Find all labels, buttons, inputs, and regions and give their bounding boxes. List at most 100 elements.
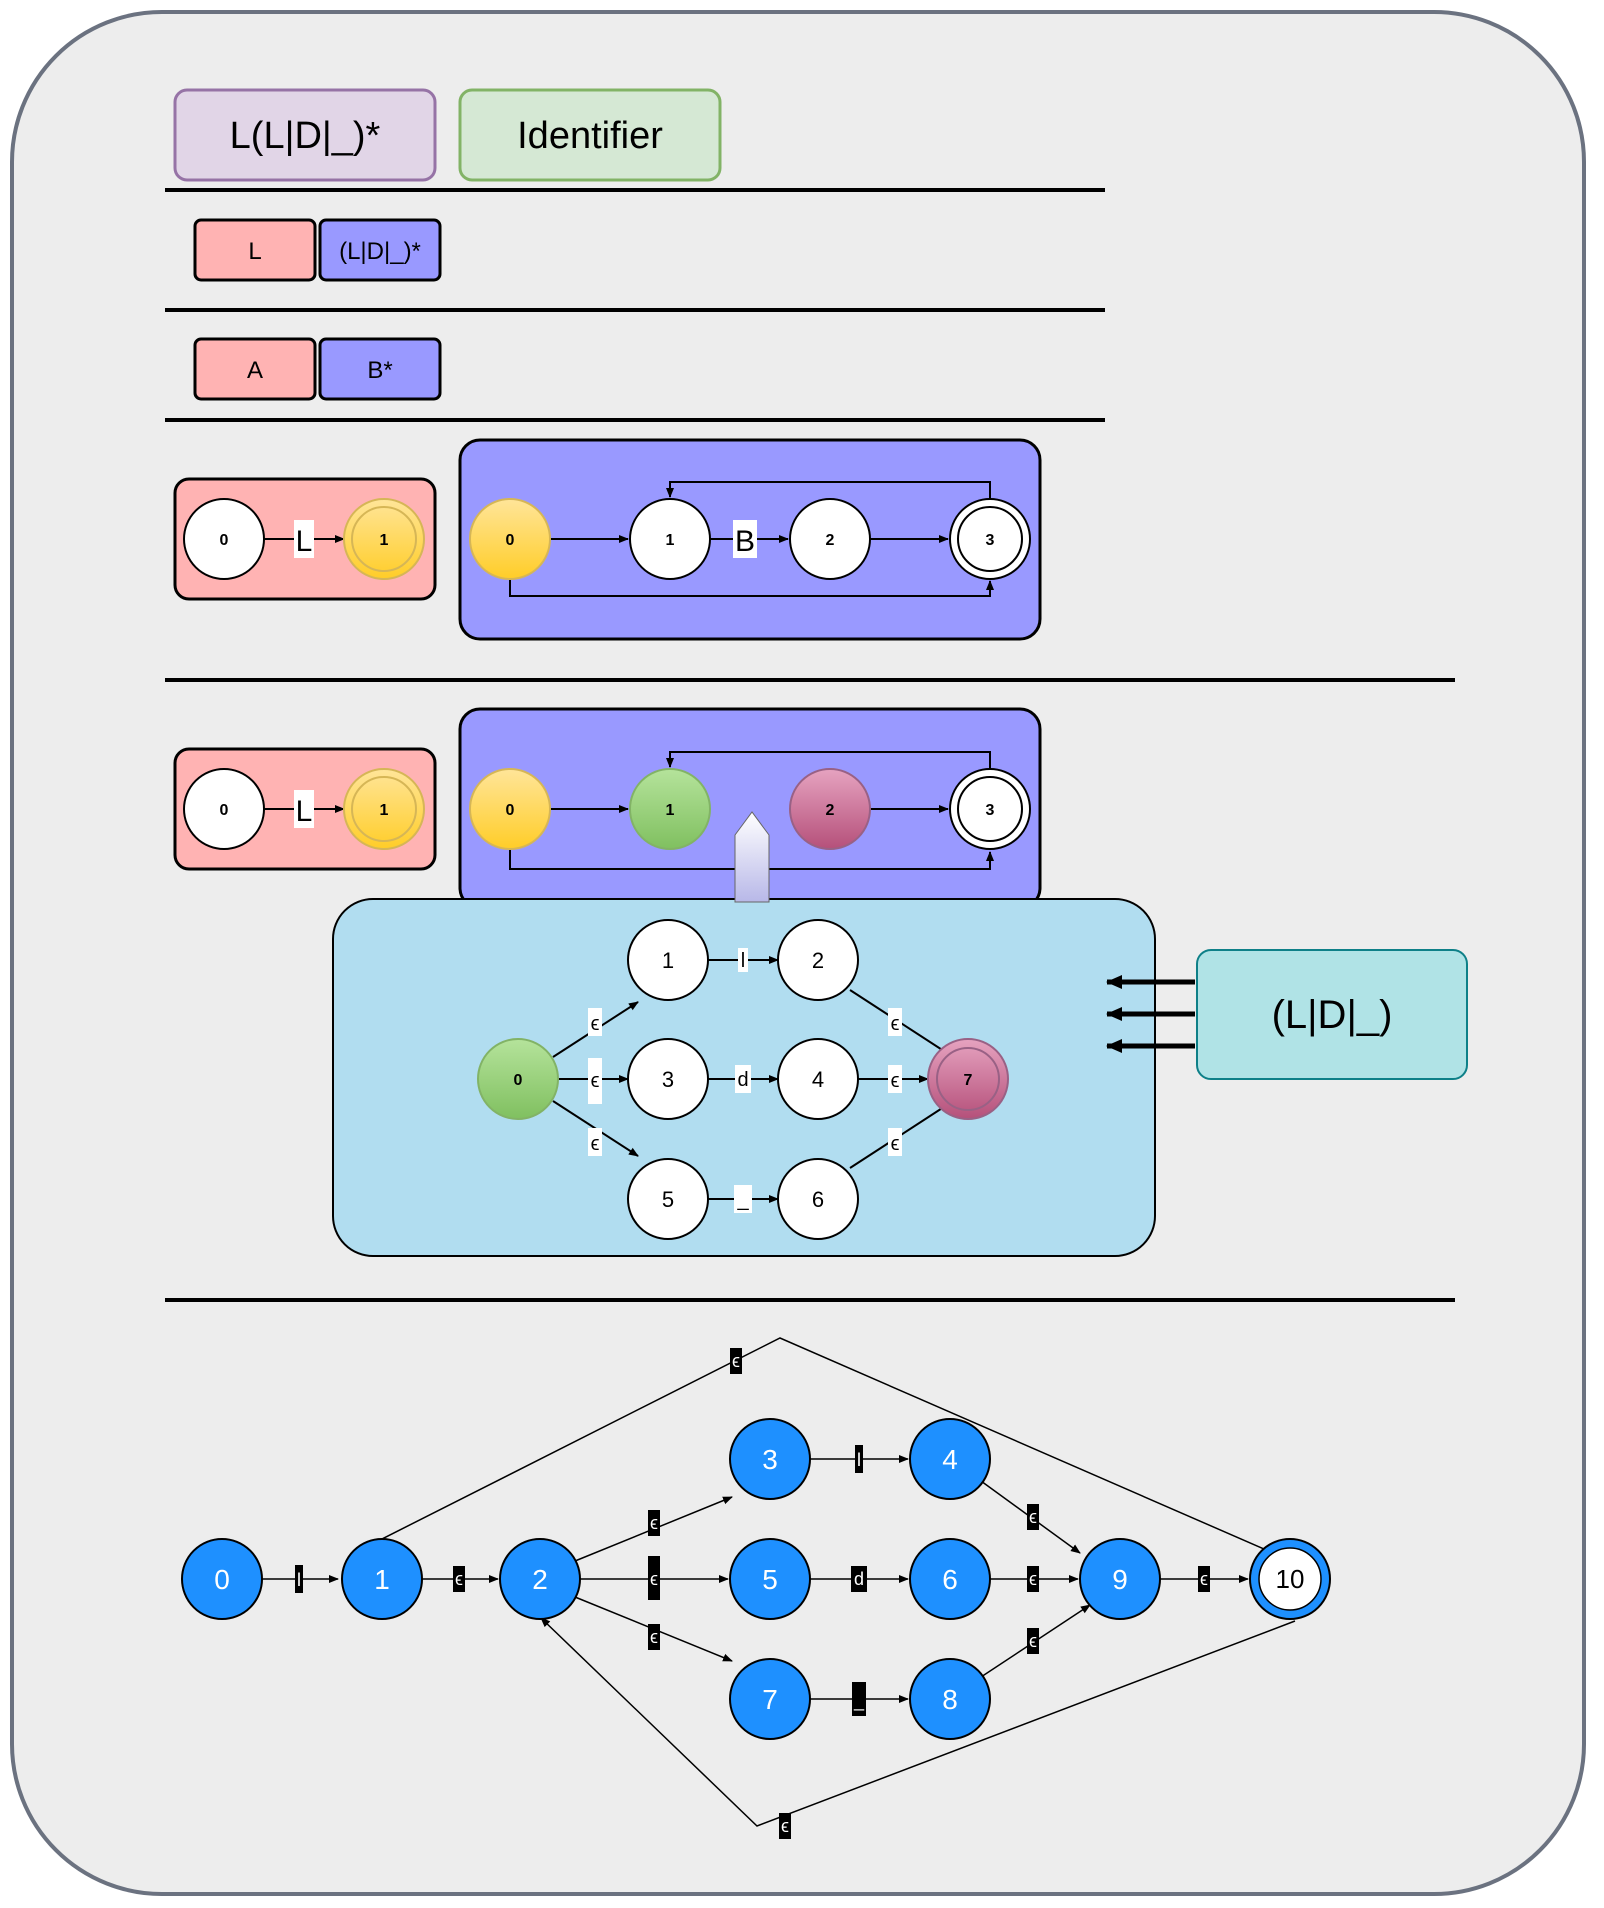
final-state-5 [729,1538,811,1620]
state-0 [183,768,265,850]
state-1-accepting [343,498,425,580]
edge-label-bg [588,1058,602,1104]
identifier-text: Identifier [517,115,663,157]
state-label: 7 [762,1684,778,1715]
state-label: 2 [532,1564,548,1595]
edge-label-bg [1027,1504,1039,1530]
edge-label: _ [853,1691,865,1712]
abstract-left-box [193,337,317,401]
state-0 [183,498,265,580]
regex-text: L(L|D|_)* [230,115,381,157]
state-2 [789,498,871,580]
state-2-substitution-end [789,768,871,850]
edge-label: l [741,950,745,972]
state-label: 0 [220,532,229,549]
edge-label: ϵ [591,1070,600,1092]
state-1-substitution-start [629,768,711,850]
edge-label: ϵ [891,1070,900,1092]
state-label: 3 [662,1067,674,1092]
split-left-text: L [248,238,261,265]
edge-label-bg [888,1065,902,1093]
skip-edge [509,579,994,597]
state-label: 1 [374,1564,390,1595]
sub-state-0-start [477,1038,559,1120]
edge-label-bg [648,1510,660,1536]
split-right-text: (L|D|_)* [339,238,421,265]
edge-label-bg [1027,1566,1039,1592]
sub-state-2 [777,919,859,1001]
state-label: 4 [812,1067,824,1092]
sub-state-5 [627,1158,709,1240]
identifier-box [458,88,722,182]
edge-label-bg [294,520,314,558]
edge-label-bg [852,1682,866,1716]
regex-box [173,88,437,182]
state-3-accepting [949,498,1031,580]
state-label: 0 [506,802,515,819]
edge-label-bg [851,1566,867,1592]
state-label: 10 [1276,1564,1305,1594]
state-label: 1 [662,948,674,973]
loop-back-edge [666,751,991,772]
edge-label: L [296,525,313,558]
state-label: 1 [380,802,389,819]
edge-label: l [857,1450,861,1470]
state-label: 3 [762,1444,778,1475]
edge-label: ϵ [591,1013,600,1035]
bypass-edge [377,1337,1281,1557]
final-state-2 [499,1538,581,1620]
abstract-right-box [318,337,442,401]
state-label: 0 [220,802,229,819]
state-label: 1 [666,802,675,819]
state-3-accepting [949,768,1031,850]
edge-label-bg [453,1566,465,1592]
edge-label-bg [648,1556,660,1600]
edge-label-bg [779,1813,791,1839]
state-label: 2 [826,532,835,549]
final-state-9 [1079,1538,1161,1620]
edge-label: d [854,1569,864,1589]
edge-label-bg [888,1008,902,1036]
state-label: 7 [964,1072,973,1089]
state-label: 9 [1112,1564,1128,1595]
final-state-3 [729,1418,811,1500]
state-1-accepting [343,768,425,850]
state-label: 8 [942,1684,958,1715]
state-label: 1 [666,532,675,549]
final-state-1 [341,1538,423,1620]
abstract-left-text: A [247,357,263,384]
side-box-text: (L|D|_) [1272,993,1393,1037]
abstract-right-text: B* [367,357,392,384]
final-state-6 [909,1538,991,1620]
state-label: 5 [762,1564,778,1595]
edge-label: ϵ [1029,1631,1037,1651]
edge-label: l [297,1570,301,1590]
edge-label: _ [736,1189,749,1211]
edge-label-bg [588,1008,602,1036]
edge-label: B [735,525,755,558]
sub-state-1 [627,919,709,1001]
edge-label: ϵ [891,1133,900,1155]
edge-label: ϵ [891,1013,900,1035]
edge-label-bg [648,1624,660,1650]
state-label: 6 [812,1187,824,1212]
edge-label-bg [730,1348,742,1374]
edge-label: ϵ [781,1816,789,1836]
sub-state-7-accepting [927,1038,1009,1120]
edge-label: ϵ [732,1351,740,1371]
edge-label: d [737,1069,748,1091]
final-state-4 [909,1418,991,1500]
edge-label-bg [295,1565,303,1593]
edge-label-bg [1198,1566,1210,1592]
edge-label-bg [733,520,757,558]
state-label: 2 [826,802,835,819]
state-label: 5 [662,1187,674,1212]
edge-label: ϵ [1200,1569,1208,1589]
edge-label: ϵ [455,1569,463,1589]
edge-label: ϵ [650,1569,658,1589]
edge-label: ϵ [1029,1569,1037,1589]
edge-label-bg [294,790,314,828]
loop-edge [540,1617,1296,1827]
up-arrow-icon [734,811,770,903]
